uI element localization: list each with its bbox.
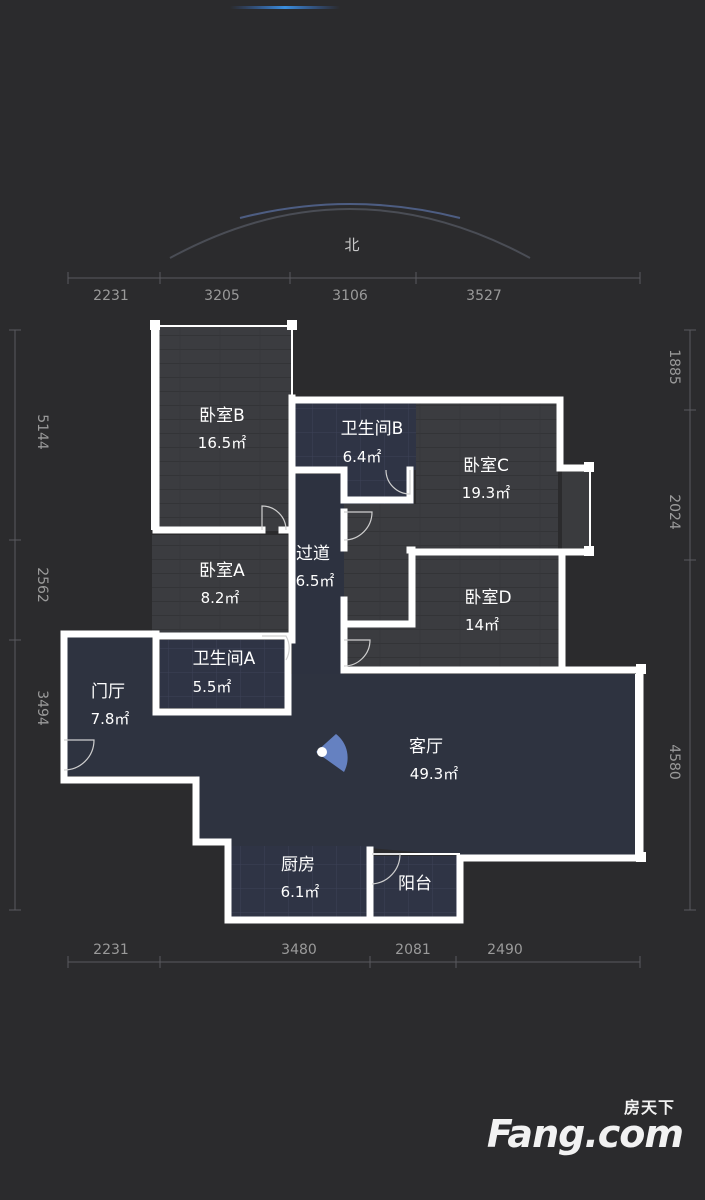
floor-bedroom-a [152, 535, 288, 635]
floor-kitchen [230, 846, 370, 920]
floor-corridor [292, 474, 344, 674]
room-area-bedroom-d: 14㎡ [465, 616, 499, 634]
floor-bedroom-b [152, 326, 292, 531]
dim-bottom-1: 2231 [93, 942, 129, 958]
room-area-bathroom-a: 5.5㎡ [193, 678, 232, 696]
dim-right-1: 1885 [666, 349, 682, 385]
fang-watermark: 房天下 Fang.com [483, 1094, 684, 1174]
floor-bathroom-b [290, 402, 416, 470]
dim-top-2: 3205 [204, 288, 240, 304]
room-name-bedroom-a: 卧室A [199, 561, 245, 581]
room-name-living-room: 客厅 [409, 737, 443, 757]
floor-living-room [64, 634, 640, 856]
dim-right-2: 2024 [666, 494, 682, 530]
room-area-bathroom-b: 6.4㎡ [343, 448, 382, 466]
room-area-living-room: 49.3㎡ [410, 765, 458, 783]
floor-bedroom-c-ext [344, 504, 416, 624]
room-name-foyer: 门厅 [91, 682, 125, 702]
room-name-bedroom-c: 卧室C [463, 456, 509, 476]
dimension-lines [9, 272, 696, 968]
dim-left-1: 5144 [34, 414, 50, 450]
floor-balcony [372, 856, 462, 918]
room-area-corridor: 6.5㎡ [296, 572, 335, 590]
floor-bedroom-c-bay [562, 468, 590, 552]
compass: 北 [169, 203, 531, 259]
floor-bedroom-d [412, 554, 562, 668]
dim-bottom-3: 2081 [395, 942, 431, 958]
wall-posts [150, 320, 646, 862]
room-labels: 卧室B 16.5㎡ 卫生间B 6.4㎡ 卧室C 19.3㎡ 卧室A 8.2㎡ 过… [91, 406, 512, 901]
thin-walls [151, 325, 637, 856]
room-name-balcony: 阳台 [398, 874, 432, 894]
dimension-labels: 2231 3205 3106 3527 2231 3480 2081 2490 … [34, 288, 682, 958]
viewpoint-marker [316, 734, 348, 772]
dim-bottom-2: 3480 [281, 942, 317, 958]
room-name-bathroom-a: 卫生间A [193, 649, 256, 669]
dim-top-1: 2231 [93, 288, 129, 304]
floors [64, 326, 640, 920]
room-area-bedroom-a: 8.2㎡ [201, 589, 240, 607]
floor-bathroom-a [160, 640, 286, 708]
room-name-corridor: 过道 [296, 544, 330, 564]
dim-left-3: 3494 [34, 690, 50, 726]
room-name-bathroom-b: 卫生间B [341, 419, 404, 439]
dim-top-4: 3527 [466, 288, 502, 304]
room-name-bedroom-d: 卧室D [464, 588, 511, 608]
dim-right-3: 4580 [666, 744, 682, 780]
floor-bedroom-c [416, 402, 558, 552]
compass-north-label: 北 [344, 236, 359, 254]
watermark-en: Fang.com [486, 1112, 684, 1156]
room-area-bedroom-b: 16.5㎡ [198, 434, 246, 452]
room-name-kitchen: 厨房 [281, 855, 315, 875]
room-area-kitchen: 6.1㎡ [281, 883, 320, 901]
dim-top-3: 3106 [332, 288, 368, 304]
room-area-foyer: 7.8㎡ [91, 710, 130, 728]
room-area-bedroom-c: 19.3㎡ [462, 484, 510, 502]
dim-left-2: 2562 [34, 567, 50, 603]
doors [63, 469, 411, 885]
top-indicator [230, 6, 340, 9]
floor-bedroom-d-ext [344, 624, 414, 668]
dim-bottom-4: 2490 [487, 942, 523, 958]
watermark-cn: 房天下 [623, 1098, 675, 1117]
room-name-bedroom-b: 卧室B [199, 406, 245, 426]
